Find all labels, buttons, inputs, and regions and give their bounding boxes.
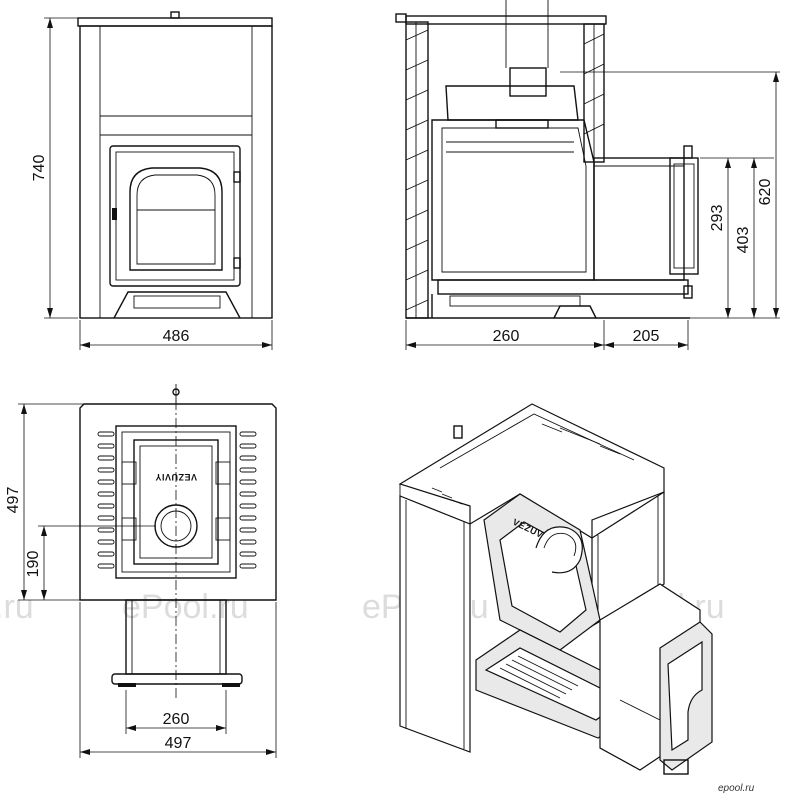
- front-top-pin: [170, 11, 180, 19]
- side-firebox-body: [431, 119, 595, 281]
- front-door-glass: [129, 167, 223, 271]
- front-handle-top: [233, 171, 241, 183]
- top-offset-label: 190: [25, 551, 42, 578]
- side-view: 260 205 293 403 620: [395, 0, 780, 350]
- iso-vent-slots: [431, 423, 621, 505]
- iso-left-wall: [399, 495, 471, 753]
- front-handle-bottom: [233, 257, 241, 269]
- front-view: 740 486: [31, 11, 273, 350]
- side-chimney-collar: [509, 67, 547, 97]
- top-vent-slots-left: [97, 431, 115, 569]
- side-depth-label: 260: [493, 328, 520, 345]
- top-vent-slots-right: [239, 431, 257, 569]
- top-tunnel-door: [111, 673, 243, 685]
- side-left-wall: [405, 21, 429, 319]
- iso-grate: [499, 655, 579, 699]
- front-height-label: 740: [31, 155, 48, 182]
- front-body: [79, 25, 273, 319]
- side-h3-label: 620: [757, 179, 774, 206]
- front-door-frame: [109, 145, 241, 287]
- side-firebox-top: [445, 85, 579, 121]
- front-top-cap: [77, 17, 273, 27]
- watermark-text: .ru: [0, 588, 34, 626]
- side-base: [437, 279, 689, 295]
- iso-view: VEZUVIY: [398, 403, 713, 775]
- front-hinge: [112, 208, 117, 220]
- top-plate: [79, 403, 277, 601]
- side-h2-label: 403: [735, 227, 752, 254]
- top-view: VEZUVIY 497 190 260: [5, 384, 277, 758]
- watermark-text: ePool.ru: [122, 588, 249, 626]
- top-tunnel-width-label: 260: [163, 711, 190, 728]
- side-h1-label: 293: [709, 205, 726, 232]
- iso-top-plate: [398, 403, 665, 540]
- watermark-corner: epool.ru: [718, 783, 755, 794]
- top-depth-label: 497: [5, 487, 22, 514]
- front-ash-pan: [113, 291, 241, 319]
- front-width-label: 486: [163, 328, 190, 345]
- top-width-label: 497: [165, 735, 192, 752]
- iso-chimney-collar: [535, 526, 583, 574]
- side-tunnel-label: 205: [633, 328, 660, 345]
